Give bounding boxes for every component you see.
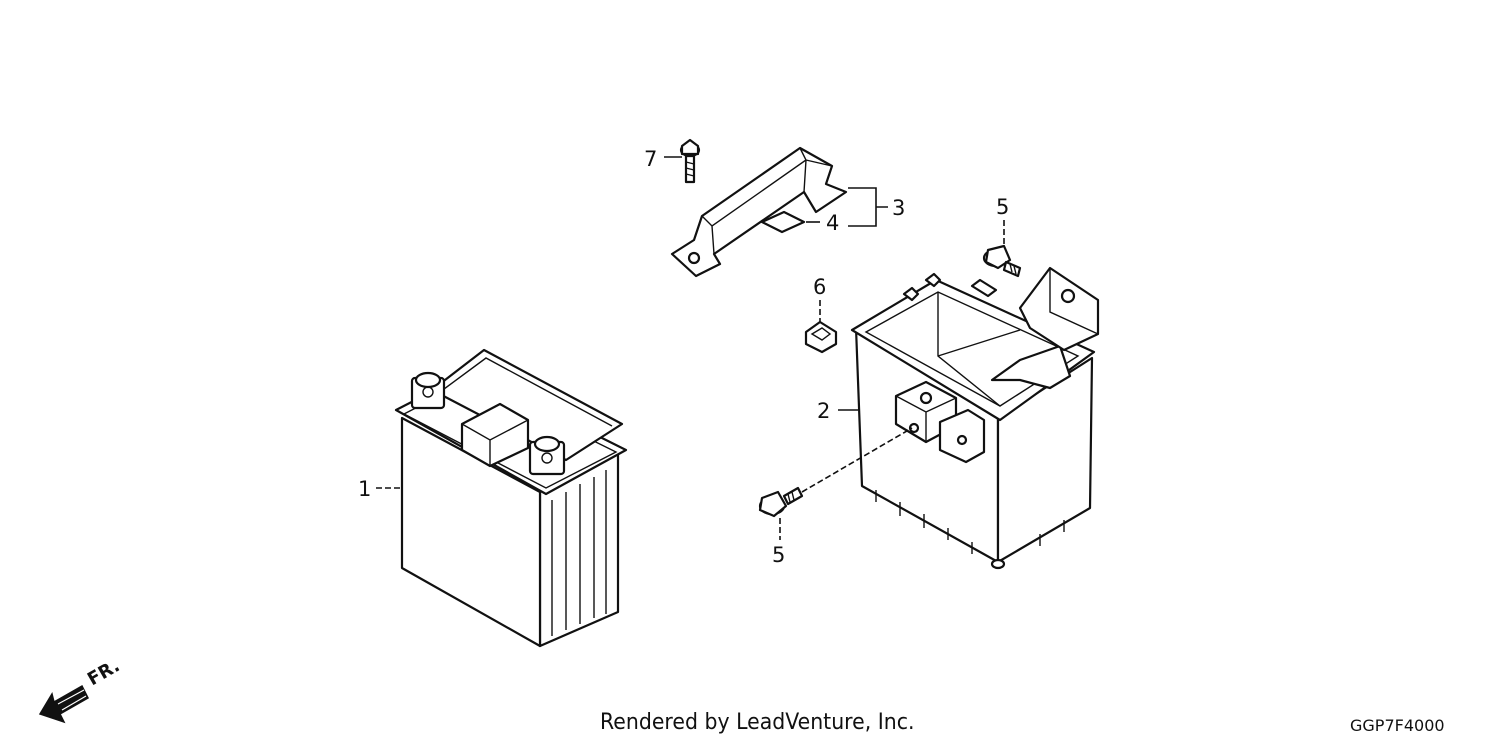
battery-band[interactable] bbox=[670, 146, 848, 278]
callout-1: 1 bbox=[358, 477, 371, 501]
footer-credit: Rendered by LeadVenture, Inc. bbox=[600, 710, 915, 735]
clip-nut[interactable] bbox=[804, 320, 838, 354]
band-cushion[interactable] bbox=[760, 210, 806, 234]
callout-5-upper: 5 bbox=[996, 195, 1009, 219]
leader-line-3 bbox=[848, 187, 888, 227]
battery[interactable] bbox=[394, 348, 628, 648]
callout-7: 7 bbox=[644, 147, 657, 171]
front-direction-arrow-icon bbox=[38, 684, 89, 724]
callout-4: 4 bbox=[826, 211, 839, 235]
callout-5-lower: 5 bbox=[772, 543, 785, 567]
battery-box[interactable] bbox=[850, 266, 1100, 570]
flange-bolt-upper[interactable] bbox=[982, 244, 1022, 278]
callout-2: 2 bbox=[817, 399, 830, 423]
callout-6: 6 bbox=[813, 275, 826, 299]
band-bolt[interactable] bbox=[679, 138, 701, 184]
callout-3: 3 bbox=[892, 196, 905, 220]
flange-bolt-lower[interactable] bbox=[758, 486, 804, 518]
diagram-code: GGP7F4000 bbox=[1350, 716, 1445, 735]
leader-line-5b-to-box bbox=[801, 427, 913, 493]
